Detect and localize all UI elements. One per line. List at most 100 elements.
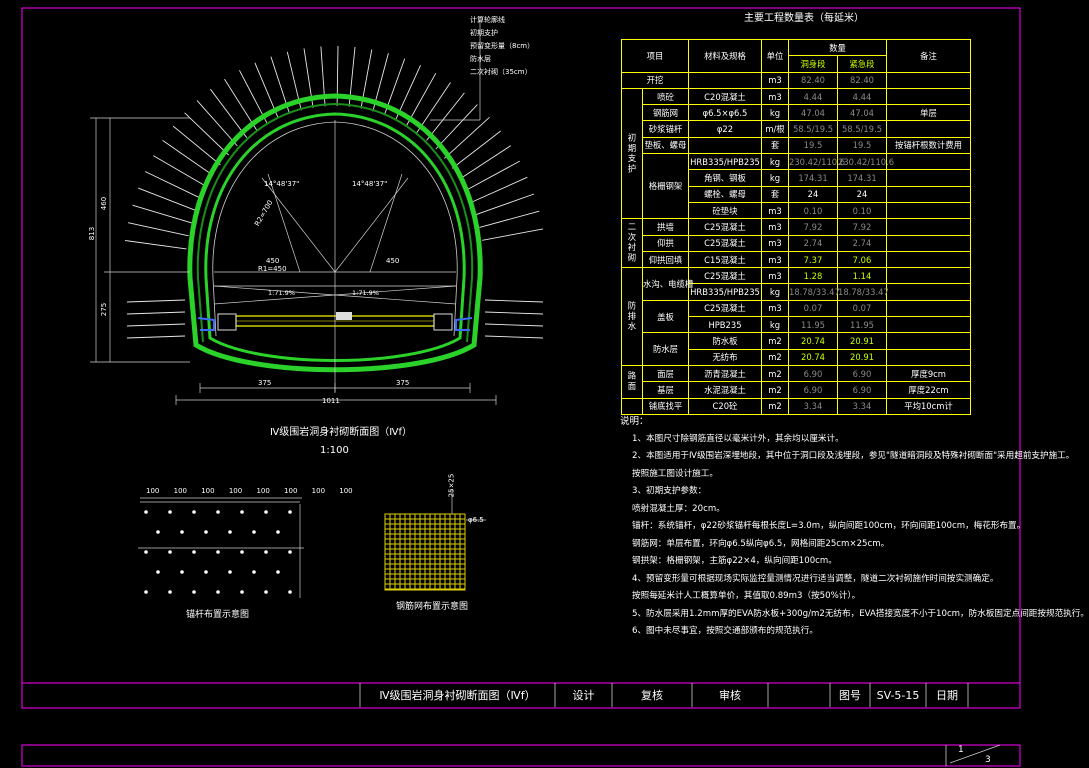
bolt-dim: 100	[228, 487, 243, 495]
table-cell	[886, 234, 971, 252]
table-cell	[621, 397, 643, 415]
bolt-dim: 100	[339, 487, 353, 495]
table-cell: 砂浆锚杆	[642, 120, 689, 138]
dim-span-right: 450	[386, 257, 400, 265]
table-cell: m3	[761, 87, 789, 106]
dim-span-left: 450	[266, 257, 280, 265]
table-cell	[886, 316, 971, 334]
table-cell: 6.90	[788, 364, 838, 383]
header-quantity: 数量	[788, 38, 887, 57]
title-block-grid	[359, 683, 1001, 766]
table-cell: m3	[761, 250, 789, 269]
table-cell: 11.95	[788, 316, 838, 334]
table-cell: 18.78/33.47	[788, 283, 840, 301]
dim-h2: 275	[100, 302, 109, 317]
table-cell: 0.10	[788, 201, 838, 220]
table-cell	[886, 218, 971, 236]
review-label: 审核	[719, 689, 741, 702]
table-cell: 7.06	[837, 250, 887, 269]
table-cell: kg	[761, 104, 789, 122]
table-cell: m/根	[761, 120, 789, 138]
table-cell: 230.42/110.6	[788, 153, 845, 171]
table-cell: 3.34	[788, 397, 838, 415]
table-cell	[886, 201, 971, 220]
table-cell	[886, 267, 971, 285]
table-cell: m2	[761, 348, 789, 366]
table-cell: 仰拱	[642, 234, 689, 252]
table-cell: 面层	[642, 364, 689, 383]
note-line: 4、预留变形量可根据现场实际监控量测情况进行适当调整，隧道二次衬砌施作时间按实测…	[632, 573, 999, 584]
table-cell: 喷砼	[642, 87, 689, 106]
table-cell: 4.44	[837, 87, 887, 106]
header-item: 项目	[621, 39, 689, 73]
table-cell: 4.44	[788, 87, 838, 106]
table-cell: 18.78/33.47	[837, 283, 889, 301]
bolt-layout-diagram	[138, 497, 304, 598]
table-cell: 7.37	[788, 250, 838, 269]
table-cell: 二次衬砌	[621, 218, 643, 269]
table-cell: 174.31	[837, 169, 887, 187]
table-cell: 铺底找平	[642, 397, 689, 415]
table-cell: 拱墙	[642, 218, 689, 236]
table-cell: HRB335/HPB235	[688, 283, 762, 301]
mesh-layout-diagram	[384, 490, 486, 591]
bolt-dim: 100	[256, 487, 270, 495]
drawing-no: SV-5-15	[876, 688, 920, 702]
drawing-frame	[21, 7, 1021, 767]
dim-angle-left: 14°48'37"	[264, 180, 300, 188]
table-cell: 按锚杆根数计费用	[886, 136, 971, 155]
table-cell: 6.90	[788, 381, 838, 399]
date-label: 日期	[936, 689, 958, 702]
table-cell: 174.31	[788, 169, 838, 187]
table-cell	[886, 185, 971, 203]
bolt-diagram-title: 锚杆布置示意图	[186, 610, 250, 620]
table-cell: m3	[761, 71, 789, 89]
table-cell: 58.5/19.5	[788, 120, 838, 138]
table-cell: 沥青混凝土	[688, 364, 762, 383]
section-scale: 1:100	[320, 445, 349, 456]
table-cell: 垫板、螺母	[642, 136, 689, 155]
mesh-label: φ6.5	[468, 516, 484, 524]
table-cell: m2	[761, 381, 789, 399]
header-col-b: 紧急段	[837, 55, 887, 73]
table-cell: m3	[761, 201, 789, 220]
table-cell: 1.14	[837, 267, 887, 285]
header-col-a: 洞身段	[788, 55, 838, 73]
table-cell: 路面	[621, 364, 643, 399]
check-label: 复核	[641, 689, 663, 702]
table-cell: 24	[837, 185, 887, 203]
dim-height: 813	[88, 226, 97, 241]
dim-angle-right: 14°48'37"	[352, 180, 388, 188]
table-cell: kg	[761, 153, 789, 171]
table-cell: 初期支护	[621, 87, 643, 220]
notes-block: 说明： 1、本图尺寸除钢筋直径以毫米计外，其余均以厘米计。 2、本图适用于Ⅳ级围…	[620, 413, 1089, 641]
table-cell	[688, 136, 762, 155]
table-cell: 仰拱回填	[642, 250, 689, 269]
table-cell: 230.42/110.6	[837, 153, 894, 171]
table-cell: 钢筋网	[642, 104, 689, 122]
table-cell: kg	[761, 169, 789, 187]
table-cell: 防水板	[688, 332, 762, 350]
header-material: 材料及规格	[688, 39, 762, 73]
table-cell: 11.95	[837, 316, 887, 334]
table-cell: C20砼	[688, 397, 762, 415]
table-cell: 47.04	[837, 104, 887, 122]
table-cell: φ22	[688, 120, 762, 138]
table-cell: 单层	[886, 104, 971, 122]
note-line: 6、图中未尽事宜，按照交通部颁布的规范执行。	[632, 626, 818, 636]
sheet-no: 1	[958, 745, 964, 755]
bolt-dim: 100	[201, 487, 215, 495]
table-cell: 无纺布	[688, 348, 762, 366]
table-cell	[688, 71, 762, 89]
table-cell: 7.92	[837, 218, 887, 236]
